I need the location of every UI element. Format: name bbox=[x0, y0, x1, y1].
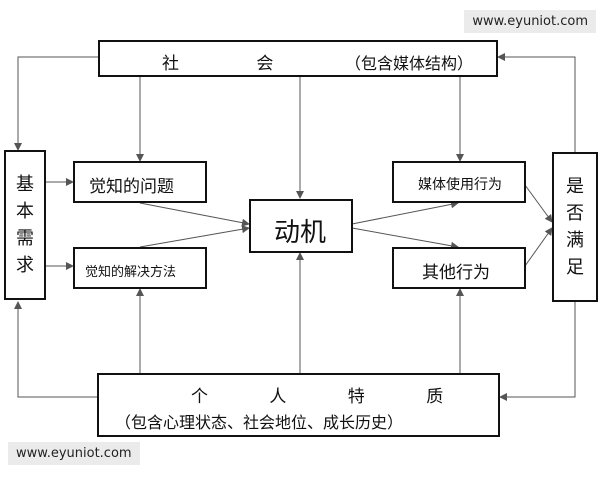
satisfied-char: 满 bbox=[566, 230, 584, 251]
watermark-bottom: www.eyuniot.com bbox=[8, 442, 140, 465]
basic-needs-char: 基 bbox=[16, 174, 34, 195]
arrow-media-to-satisfied bbox=[524, 184, 553, 223]
perceived-solution-label: 觉知的解决方法 bbox=[85, 265, 177, 280]
satisfied-node: 是 否 满 足 bbox=[552, 152, 598, 302]
satisfied-char: 是 bbox=[566, 176, 584, 197]
arrow-motive-to-media bbox=[351, 200, 459, 225]
arrow-motive-to-other bbox=[351, 227, 459, 250]
arrow-other-to-satisfied bbox=[524, 227, 553, 267]
satisfied-char: 否 bbox=[566, 203, 584, 224]
motive-node: 动机 bbox=[249, 199, 353, 253]
perceived-solution-node: 觉知的解决方法 bbox=[73, 247, 207, 289]
personal-traits-subtitle: （包含心理状态、社会地位、成长历史） bbox=[115, 413, 404, 432]
arrow-problem-to-motive bbox=[139, 202, 250, 227]
arrow-personal-to-needs bbox=[14, 301, 97, 398]
media-use-label: 媒体使用行为 bbox=[418, 177, 502, 193]
society-node: 社 会 （包含媒体结构） bbox=[98, 40, 498, 77]
other-behavior-label: 其他行为 bbox=[422, 263, 490, 283]
society-label: 社 会 bbox=[162, 54, 310, 74]
basic-needs-char: 需 bbox=[16, 228, 34, 249]
motive-label: 动机 bbox=[274, 218, 327, 248]
personal-traits-title: 个 人 特 质 bbox=[191, 387, 472, 407]
arrow-solution-to-motive bbox=[139, 225, 250, 248]
arrow-satisfied-to-personal bbox=[499, 302, 576, 401]
watermark-top: www.eyuniot.com bbox=[464, 10, 596, 33]
basic-needs-char: 求 bbox=[16, 255, 34, 276]
satisfied-char: 足 bbox=[566, 257, 584, 278]
other-behavior-node: 其他行为 bbox=[392, 247, 526, 289]
basic-needs-node: 基 本 需 求 bbox=[4, 150, 46, 300]
media-use-node: 媒体使用行为 bbox=[392, 161, 526, 203]
perceived-problem-label: 觉知的问题 bbox=[89, 177, 174, 197]
perceived-problem-node: 觉知的问题 bbox=[73, 161, 207, 203]
basic-needs-char: 本 bbox=[16, 201, 34, 222]
arrow-satisfied-to-society bbox=[497, 53, 576, 152]
arrow-society-to-needs bbox=[14, 56, 100, 151]
society-subtitle: （包含媒体结构） bbox=[345, 54, 474, 73]
personal-traits-node: 个 人 特 质 （包含心理状态、社会地位、成长历史） bbox=[97, 373, 500, 437]
